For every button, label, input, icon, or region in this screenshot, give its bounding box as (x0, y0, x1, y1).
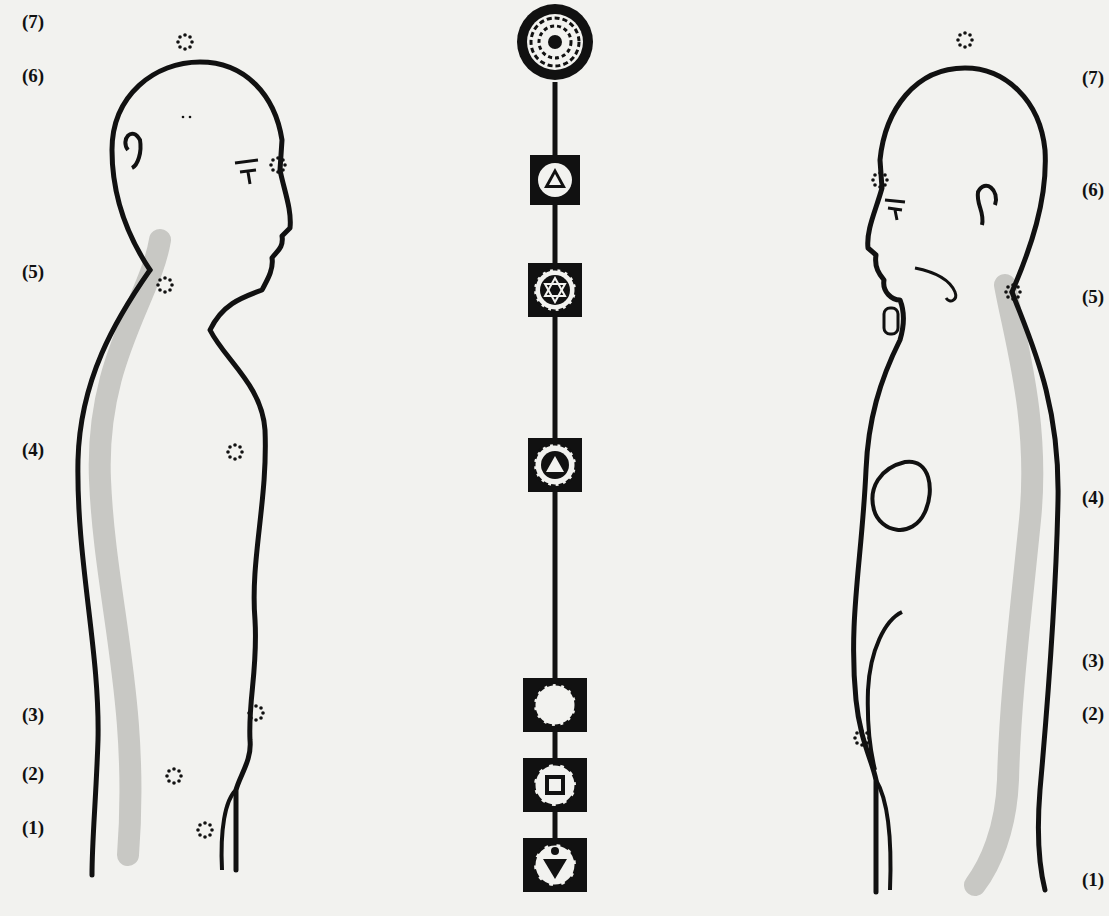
callout-number: (5) (1082, 287, 1104, 306)
callout-number: (1) (22, 818, 44, 837)
callout-number: (3) (1082, 651, 1104, 670)
callout-number: (7) (22, 12, 44, 31)
callout-number: (7) (1082, 68, 1104, 87)
callout-number: (4) (1082, 488, 1104, 507)
callout-number: (1) (1082, 870, 1104, 889)
callout-number: (6) (22, 66, 44, 85)
callout-number: (4) (22, 440, 44, 459)
callout-number: (2) (1082, 704, 1104, 723)
callout-number: (3) (22, 705, 44, 724)
callout-number: (2) (22, 764, 44, 783)
callout-number: (6) (1082, 180, 1104, 199)
callout-number: (5) (22, 262, 44, 281)
